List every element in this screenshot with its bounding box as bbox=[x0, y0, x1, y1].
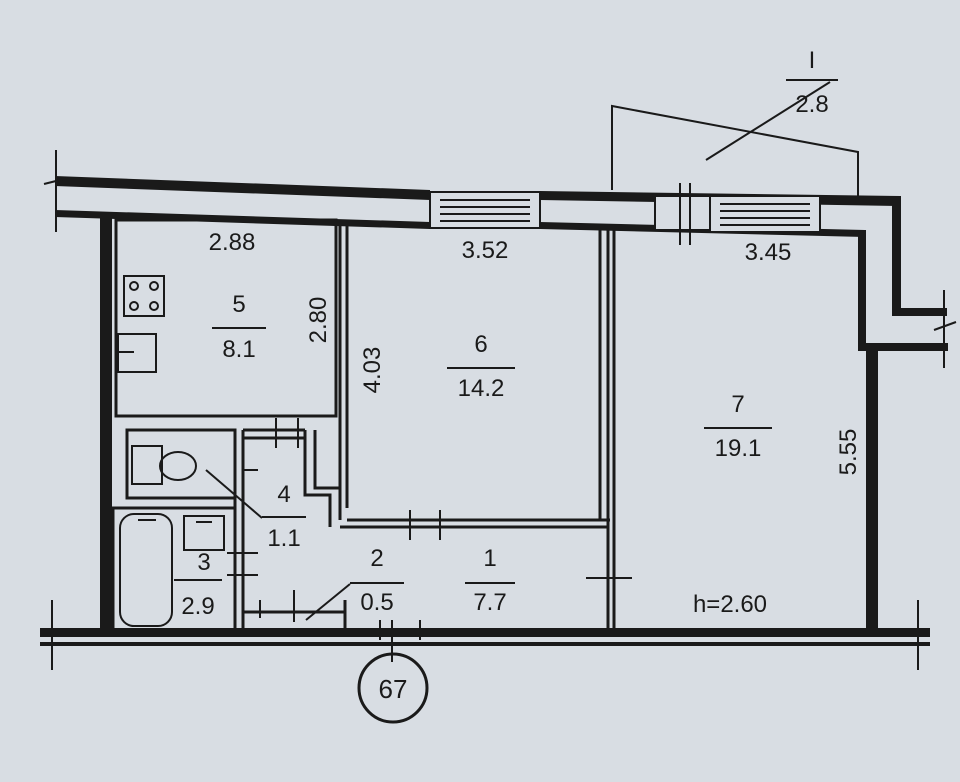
balcony-leader bbox=[705, 81, 831, 161]
bottom-wall bbox=[40, 628, 930, 637]
room5-area: 8.1 bbox=[222, 336, 255, 363]
right-wall-step bbox=[892, 308, 947, 316]
balcony-number: I bbox=[809, 47, 816, 74]
room3-area: 2.9 bbox=[181, 593, 214, 620]
dim-room7-depth: 5.55 bbox=[835, 429, 862, 476]
room3-number: 3 bbox=[197, 549, 210, 576]
room7-area: 19.1 bbox=[715, 435, 762, 462]
room7-number: 7 bbox=[731, 391, 744, 418]
bath-sink-icon bbox=[183, 515, 225, 551]
room1-number: 1 bbox=[483, 545, 496, 572]
room1-area: 7.7 bbox=[473, 589, 506, 616]
dim-room7-width: 3.45 bbox=[745, 239, 792, 266]
right-wall-upper bbox=[892, 196, 901, 312]
balcony-outline bbox=[611, 104, 859, 196]
toilet-bowl-icon bbox=[159, 451, 197, 481]
right-wall-inner-upper bbox=[858, 230, 866, 348]
room6-area: 14.2 bbox=[458, 375, 505, 402]
dim-room6-width: 3.52 bbox=[462, 237, 509, 264]
fraction-bars bbox=[174, 327, 772, 584]
window-room7 bbox=[709, 195, 821, 233]
dim-kitchen-depth: 2.80 bbox=[305, 297, 332, 344]
room2-area: 0.5 bbox=[360, 589, 393, 616]
room4-area: 1.1 bbox=[267, 525, 300, 552]
ceiling-height: h=2.60 bbox=[693, 591, 767, 618]
room4-leader bbox=[205, 469, 263, 519]
room4-number: 4 bbox=[277, 481, 290, 508]
bottom-wall-lower bbox=[40, 642, 930, 646]
kitchen-walls bbox=[114, 218, 338, 418]
balcony-area: 2.8 bbox=[795, 91, 828, 118]
interior-walls bbox=[111, 218, 616, 632]
apartment-number: 67 bbox=[379, 674, 408, 704]
stove-icon bbox=[123, 275, 165, 317]
room5-number: 5 bbox=[232, 291, 245, 318]
left-wall bbox=[100, 214, 112, 634]
room2-number: 2 bbox=[370, 545, 383, 572]
break-marks bbox=[43, 150, 957, 670]
room2-leader bbox=[305, 583, 351, 621]
balcony-door bbox=[654, 195, 711, 231]
top-wall-left bbox=[55, 176, 430, 200]
room-labels: 5 8.1 6 14.2 7 19.1 4 1.1 3 2.9 2 0.5 1 … bbox=[181, 47, 828, 620]
dim-room6-depth: 4.03 bbox=[359, 347, 386, 394]
toilet-tank-icon bbox=[131, 445, 163, 485]
room6-number: 6 bbox=[474, 331, 487, 358]
bathtub-icon bbox=[119, 513, 173, 627]
windows bbox=[429, 183, 821, 245]
dimension-labels: 2.88 3.52 3.45 2.80 4.03 5.55 h=2.60 bbox=[209, 229, 862, 618]
right-wall-inner-step bbox=[858, 343, 948, 351]
right-wall-lower bbox=[866, 343, 878, 633]
window-room6 bbox=[429, 191, 541, 229]
apartment-number-circle bbox=[357, 652, 429, 724]
fixtures bbox=[117, 275, 351, 627]
dim-kitchen-width: 2.88 bbox=[209, 229, 256, 256]
